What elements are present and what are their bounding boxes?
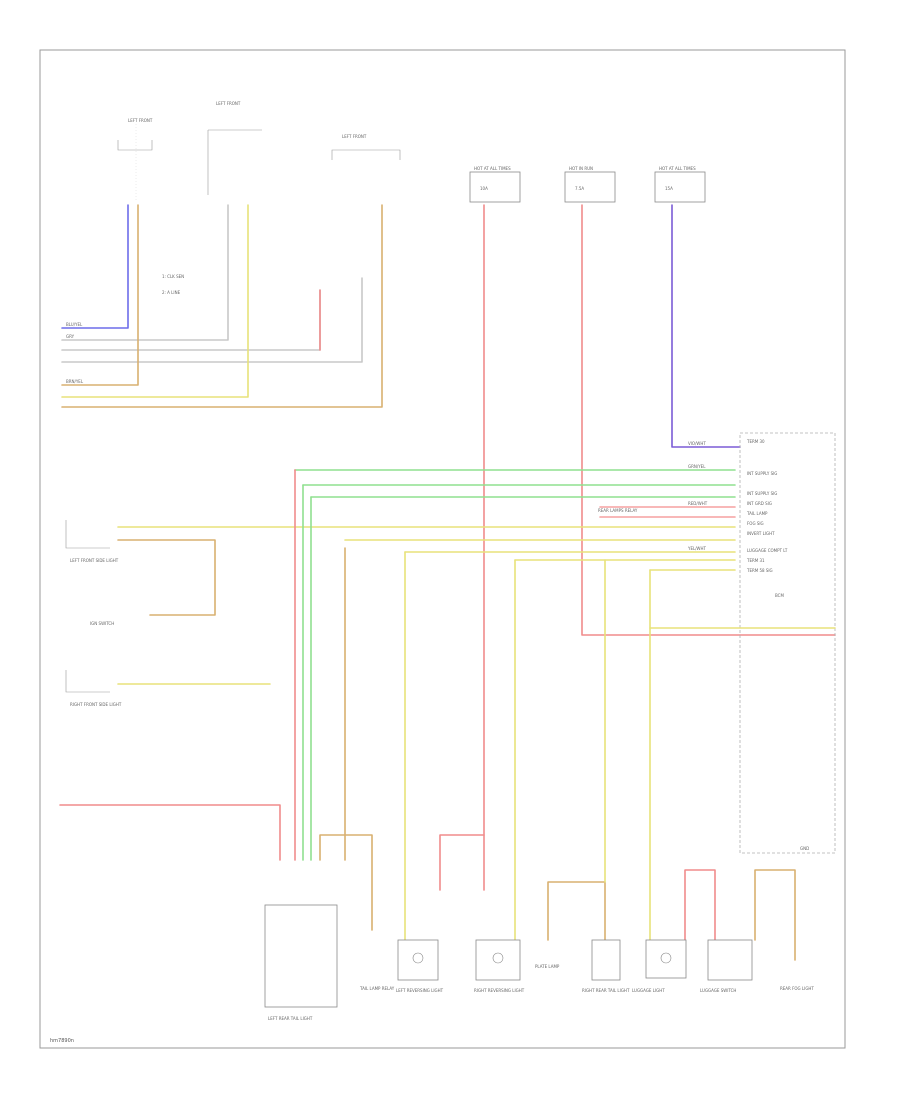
bcm-pin-1: INT SUPPLY SIG [747,471,777,476]
wire-brown-left [117,539,216,616]
component-boot-light [645,939,687,979]
bcm-pin-5: FOG SIG [747,521,764,526]
connector-bracket-c [331,149,401,160]
label-third-brake: TAIL LAMP RELAY [359,986,395,991]
signal-buses: GRN/YEL YEL/WHT RED/WHT VIO/WHT REAR LAM… [117,441,836,629]
diagram-code: hm7890n [50,1038,74,1044]
bulb-right-reverse [492,952,504,964]
wire-red-left [59,804,281,861]
fuse-3-rating: 15A [665,186,673,191]
wire-gray-3 [61,277,363,363]
connector-bracket-a [117,140,153,151]
fuse-1 [469,171,521,203]
label-boot-light: LUGGAGE LIGHT [632,988,665,993]
fuse-2 [564,171,616,203]
tag-yellow: YEL/WHT [687,546,707,551]
component-boot-switch [707,939,753,981]
label-plate: PLATE LAMP [535,964,560,969]
label-right-front: RIGHT FRONT SIDE LIGHT [70,702,122,707]
label-left-rear: LEFT REAR TAIL LIGHT [268,1016,313,1021]
label-rear-fog: REAR FOG LIGHT [780,986,814,991]
wire-yellow-1 [61,204,249,398]
connector-label-c: LEFT FRONT [342,134,367,139]
label-left-reverse: LEFT REVERSING LIGHT [396,988,444,993]
wire-gray-1 [61,204,229,341]
fuse-3 [654,171,706,203]
wire-orange-1 [61,204,139,386]
top-left-connectors: LEFT FRONT LEFT FRONT LEFT FRONT [117,101,401,200]
label-left-front: LEFT FRONT SIDE LIGHT [70,558,119,563]
diagram-frame [39,49,846,1049]
bcm-pin-6: INVERT LIGHT [747,531,775,536]
bcm-pin-2: INT SUPPLY SIG [747,491,777,496]
wire-gray-2 [61,289,321,351]
bcm-pin-7: LUGGAGE COMPT LT [747,548,788,553]
drop-10 [684,869,716,941]
component-left-reverse [397,939,439,981]
wire-tag-gray: GRY [66,334,75,339]
legend: 1: CLK SEN 2: A LINE [162,274,184,295]
bcm-pin-0: TERM 30 [746,439,765,444]
bcm-outline [739,432,836,854]
bcm-pin-9: TERM 58 SIG [746,568,773,573]
wire-red-fuse2 [581,204,836,636]
lamp-bracket-right-front [65,670,110,693]
bottom-components: LEFT REAR TAIL LIGHT TAIL LAMP RELAY LEF… [264,904,814,1021]
bcm-label: BCM [775,593,784,598]
drop-7 [547,881,606,941]
legend-item-2: 2: A LINE [162,290,181,295]
bcm-pin-3: INT GRD SIG [747,501,772,506]
left-components: LEFT FRONT SIDE LIGHT IGN SWITCH RIGHT F… [59,520,346,861]
drop-4 [319,834,373,931]
top-left-wiring: BLU/YEL GRY BRN/YEL [61,204,383,408]
wire-purple-fuse3 [671,204,741,448]
label-right-rear: RIGHT REAR TAIL LIGHT [582,988,630,993]
connector-label-b: LEFT FRONT [216,101,241,106]
lamp-bracket-left-front [65,520,110,549]
wire-blue [61,204,129,329]
tag-green: GRN/YEL [688,464,706,469]
fuse-1-rating: 10A [480,186,488,191]
component-right-reverse [475,939,521,981]
bcm-pin-8: TERM 31 [746,558,765,563]
bulb-left-reverse [412,952,424,964]
wire-tag-orange: BRN/YEL [66,379,84,384]
wire-red-fuse1 [439,204,485,891]
fuse-2-rating: 7.5A [575,186,584,191]
label-right-reverse: RIGHT REVERSING LIGHT [474,988,525,993]
component-left-rear [264,904,338,1008]
bcm-pin-10: GND [800,846,809,851]
connector-label-a: LEFT FRONT [128,118,153,123]
drop-11 [754,869,796,961]
wire-tag-blue: BLU/YEL [66,322,83,327]
bcm-module: BCM TERM 30 INT SUPPLY SIG INT SUPPLY SI… [739,432,836,854]
relay-label: REAR LAMPS RELAY [598,508,638,513]
wire-orange-2 [61,204,383,408]
bcm-pin-4: TAIL LAMP [746,511,768,516]
label-ignition: IGN SWITCH [90,621,114,626]
tag-red: RED/WHT [688,501,708,506]
bulb-boot-light [660,952,672,964]
fuse-feeds [439,204,836,891]
legend-item-1: 1: CLK SEN [162,274,184,279]
vertical-drops [294,469,796,961]
tag-purple: VIO/WHT [688,441,706,446]
fuse-group: HOT AT ALL TIMES 10A HOT IN RUN 7.5A HOT… [469,166,706,203]
fuse-3-name: HOT AT ALL TIMES [659,166,696,171]
fuse-1-name: HOT AT ALL TIMES [474,166,511,171]
component-right-rear [591,939,621,981]
fuse-2-name: HOT IN RUN [569,166,593,171]
label-boot-switch: LUGGAGE SWITCH [700,988,736,993]
